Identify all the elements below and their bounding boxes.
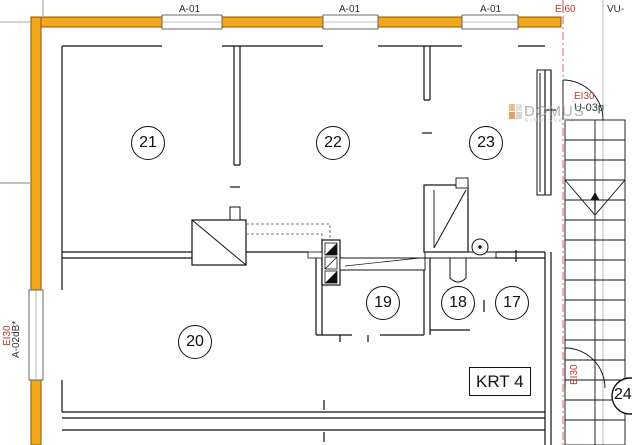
room-24-marker	[611, 377, 632, 415]
duct-run	[339, 257, 426, 271]
edge-tag: VU-	[607, 4, 625, 15]
stair-door-swing	[562, 79, 604, 121]
fire-rating-lower: EI30	[569, 364, 580, 385]
service-shafts	[307, 239, 341, 286]
staircase	[564, 119, 626, 445]
room-21-label: 21	[131, 126, 165, 160]
watermark-logo: DOMUS KINNISVARA	[509, 103, 585, 124]
fire-rating-stair: EI30	[574, 91, 595, 102]
sanitary-fixtures	[449, 238, 489, 283]
room-22-label: 22	[316, 126, 350, 160]
outer-wall	[28, 14, 562, 445]
window-tag-2: A-01	[339, 4, 361, 15]
room-17-label: 17	[495, 286, 529, 320]
logo-mark-icon	[509, 104, 522, 119]
block-label: KRT 4	[469, 367, 531, 396]
ventilation-duct	[191, 206, 331, 266]
tall-shaft	[423, 177, 469, 253]
room-19-label: 19	[366, 286, 400, 320]
duct-diagonal	[344, 257, 421, 267]
room-24-label: 24	[614, 386, 632, 403]
door-room-23	[536, 69, 552, 196]
room-18-label: 18	[441, 286, 475, 320]
left-door-tag: A-02dB*	[11, 320, 22, 358]
logo-sub: KINNISVARA	[525, 118, 575, 124]
window-tag-1: A-01	[179, 4, 201, 15]
fire-rating-top: EI60	[555, 4, 576, 15]
room-20-label: 20	[178, 325, 212, 359]
room-23-label: 23	[469, 126, 503, 160]
logo-brand: DOMUS	[524, 103, 585, 120]
window-tag-3: A-01	[480, 4, 502, 15]
wall-markers	[230, 109, 556, 442]
lower-door-swing	[564, 347, 606, 389]
stair-door-tag: U-03p	[574, 102, 604, 114]
